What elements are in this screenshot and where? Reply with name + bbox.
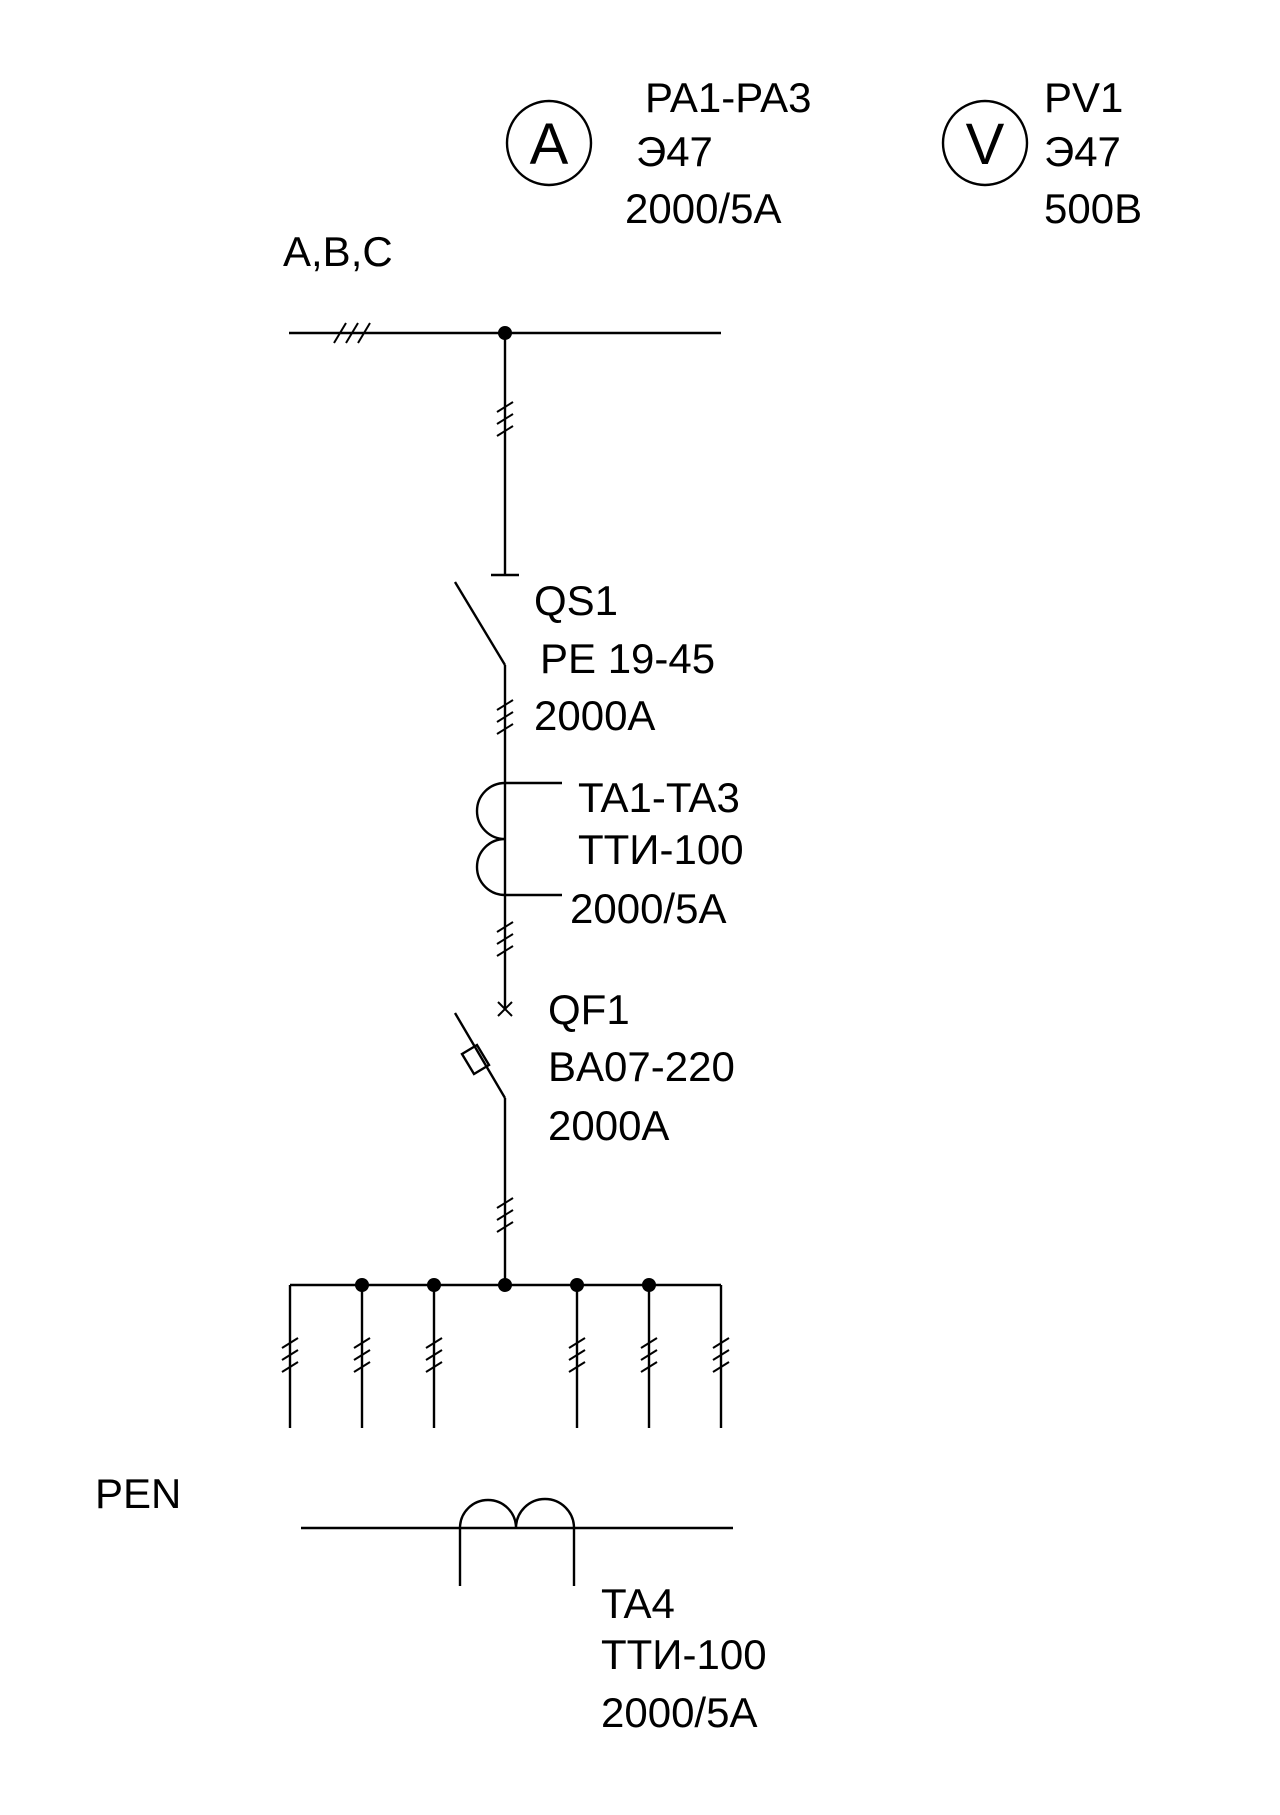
voltmeter-type: Э47 [1044, 128, 1121, 175]
outgoing-line-2 [353, 1278, 371, 1428]
main-busbar: A,B,C [283, 228, 721, 344]
voltmeter-designation: PV1 [1044, 74, 1123, 121]
neutral-ct-winding [458, 1497, 576, 1529]
ammeter-type: Э47 [636, 128, 713, 175]
pen-label: PEN [95, 1470, 181, 1517]
voltmeter-rating: 500B [1044, 185, 1142, 232]
pen-label-pe: PE [95, 1470, 151, 1517]
voltmeter: V PV1 Э47 500B [941, 74, 1142, 232]
outgoing-line-4 [568, 1278, 586, 1428]
feeder-upper [491, 333, 519, 577]
ammeter-ratio: 2000/5A [625, 185, 781, 232]
disconnector-blade [453, 581, 507, 666]
feeder-middle [496, 665, 514, 1008]
distribution-busbar [281, 1278, 730, 1428]
distribution-junction-dot-center [498, 1278, 512, 1292]
feeder-phase-ticks-2 [496, 699, 514, 735]
disconnector-designation: QS1 [534, 577, 618, 624]
breaker-fixed-contact-cross [497, 1001, 513, 1017]
feeder-phase-ticks-3 [496, 921, 514, 957]
bus-label: A,B,C [283, 228, 393, 275]
breaker-rating: 2000A [548, 1102, 669, 1149]
outgoing-line-1 [281, 1285, 299, 1428]
breaker-type: BA07-220 [548, 1043, 735, 1090]
neutral-ct-ratio: 2000/5A [601, 1689, 757, 1736]
circuit-breaker-qf1: QF1 BA07-220 2000A [453, 986, 735, 1285]
disconnector-type: PE 19-45 [540, 635, 715, 682]
pen-label-n: N [151, 1470, 181, 1517]
outgoing-line-3 [425, 1278, 443, 1428]
breaker-release-element [460, 1043, 491, 1076]
breaker-designation: QF1 [548, 986, 630, 1033]
neutral-ct-ta4: TA4 ТТИ-100 2000/5A [458, 1497, 767, 1736]
voltmeter-circle [941, 99, 1029, 187]
pen-conductor: PEN [95, 1470, 733, 1530]
feeder-phase-ticks-1 [496, 401, 514, 437]
ammeter-symbol: A [530, 112, 569, 177]
neutral-ct-designation: TA4 [601, 1580, 675, 1627]
current-transformers-ta1-ta3: TA1-TA3 ТТИ-100 2000/5A [475, 774, 744, 1017]
ct-designation: TA1-TA3 [578, 774, 740, 821]
disconnector-rating: 2000A [534, 692, 655, 739]
disconnector-qs1: QS1 PE 19-45 2000A [453, 577, 715, 739]
neutral-ct-type: ТТИ-100 [601, 1631, 767, 1678]
ct-winding [475, 781, 506, 897]
outgoing-line-5 [640, 1278, 658, 1428]
ammeter-designation: PA1-PA3 [645, 74, 812, 121]
outgoing-line-6 [712, 1285, 730, 1428]
voltmeter-symbol: V [966, 112, 1005, 177]
ammeter: A PA1-PA3 Э47 2000/5A [505, 74, 812, 232]
bus-phase-ticks [333, 322, 371, 344]
ammeter-circle [505, 99, 593, 187]
ct-ratio: 2000/5A [570, 885, 726, 932]
breaker-blade [453, 1012, 507, 1099]
ct-type: ТТИ-100 [578, 826, 744, 873]
feeder-phase-ticks-4 [496, 1197, 514, 1233]
